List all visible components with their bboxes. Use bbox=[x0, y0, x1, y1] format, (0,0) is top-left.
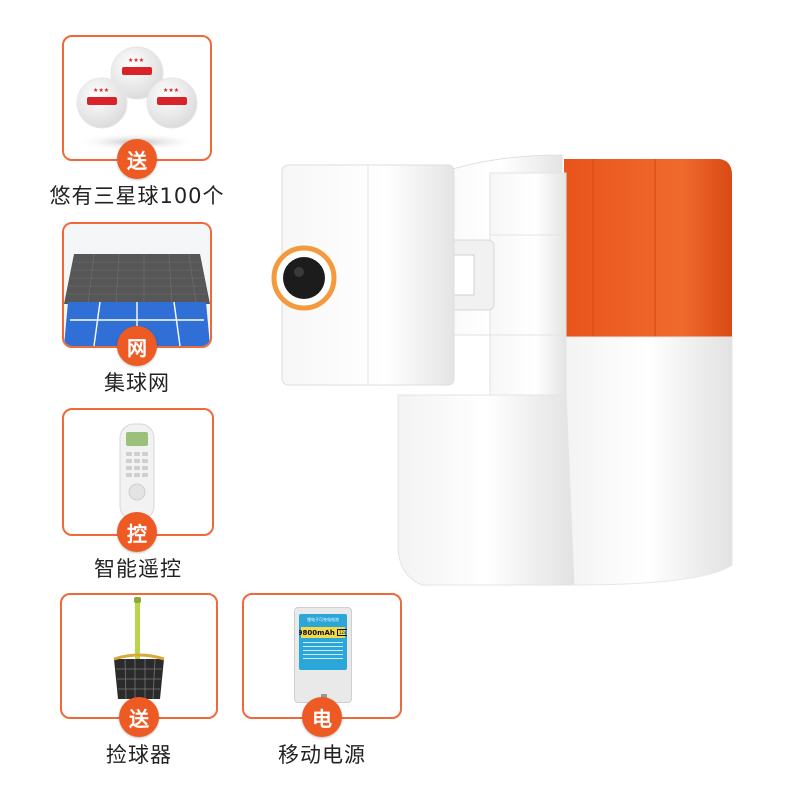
caption-balls: 悠有三星球100个 bbox=[49, 184, 225, 208]
battery-capacity-strip: 9800mAh 12v bbox=[299, 627, 347, 638]
ping-pong-robot-image bbox=[271, 154, 733, 586]
battery-spec-lines bbox=[303, 642, 343, 662]
battery-voltage: 12v bbox=[336, 629, 347, 636]
battery-image: 锂电子可充电电池 9800mAh 12v bbox=[294, 607, 352, 704]
caption-battery: 移动电源 bbox=[278, 743, 366, 767]
remote-control-image bbox=[119, 423, 155, 521]
svg-text:★★★: ★★★ bbox=[163, 87, 179, 94]
badge-power: 电 bbox=[302, 697, 342, 737]
caption-remote: 智能遥控 bbox=[94, 557, 182, 581]
ball-picker-image bbox=[113, 597, 165, 700]
battery-label: 锂电子可充电电池 9800mAh 12v bbox=[299, 614, 347, 670]
badge-net: 网 bbox=[117, 326, 157, 366]
svg-text:★★★: ★★★ bbox=[128, 57, 144, 64]
battery-brand: 锂电子可充电电池 bbox=[307, 617, 339, 622]
caption-picker: 捡球器 bbox=[106, 743, 172, 767]
battery-capacity: 9800mAh bbox=[299, 628, 335, 637]
badge-gift: 送 bbox=[117, 139, 157, 179]
accessory-card-balls: ★★★ ★★★ ★★★ bbox=[62, 35, 212, 161]
svg-text:★★★: ★★★ bbox=[93, 87, 109, 94]
collection-net-image bbox=[64, 224, 210, 346]
badge-picker: 送 bbox=[119, 697, 159, 737]
badge-remote: 控 bbox=[117, 512, 157, 552]
caption-net: 集球网 bbox=[104, 371, 170, 395]
